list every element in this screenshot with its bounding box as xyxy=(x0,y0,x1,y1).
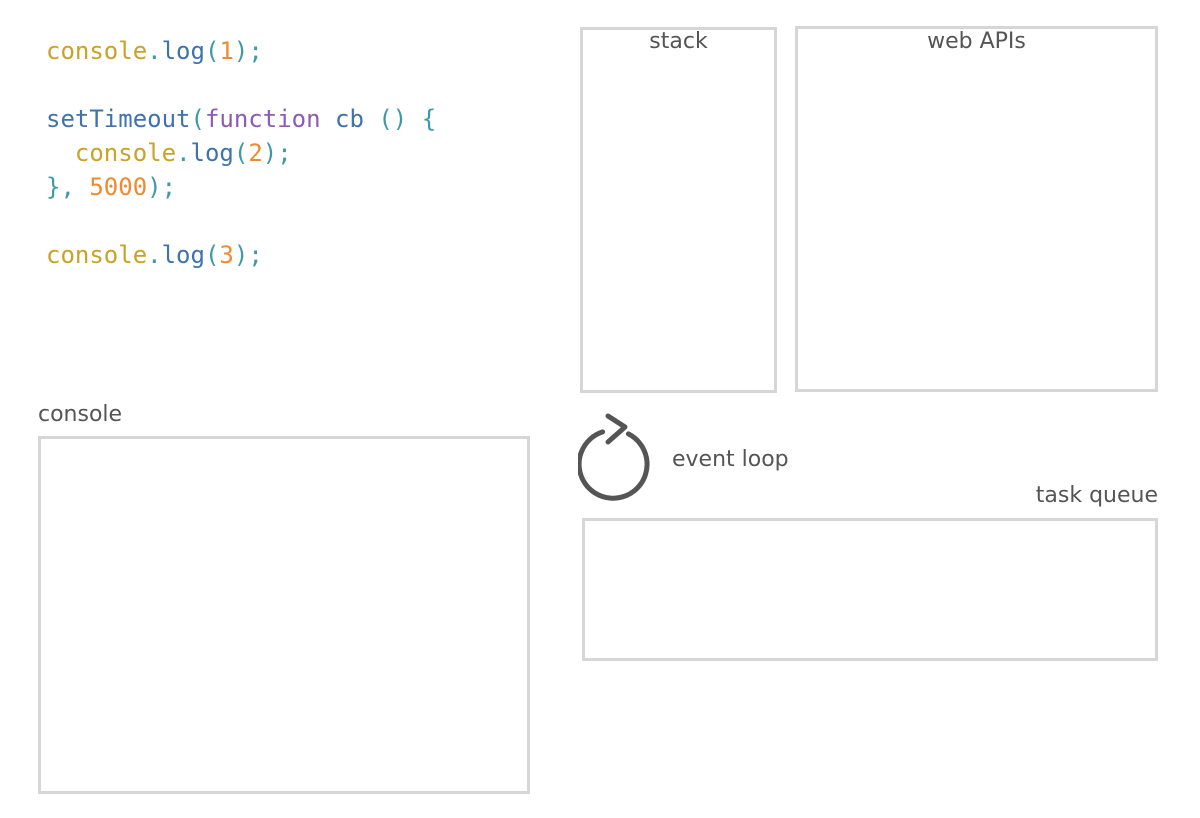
code-token: }, xyxy=(46,173,90,201)
console-label: console xyxy=(38,402,123,427)
code-token: 3 xyxy=(219,241,234,269)
code-token: . xyxy=(147,37,162,65)
code-line-4: console.log(2); xyxy=(46,136,436,170)
code-token: ); xyxy=(233,241,263,269)
code-token: setTimeout xyxy=(46,105,191,133)
code-token: log xyxy=(161,241,205,269)
code-token: . xyxy=(176,139,191,167)
code-token: console xyxy=(46,37,148,65)
code-token: cb xyxy=(320,105,379,133)
code-token: 5000 xyxy=(89,173,148,201)
stack-label: stack xyxy=(649,29,708,54)
stack-panel xyxy=(580,27,777,393)
task-queue-panel xyxy=(582,518,1158,661)
code-token: ( xyxy=(233,139,249,167)
code-token xyxy=(46,139,75,167)
code-line-7: console.log(3); xyxy=(46,238,436,272)
code-token: () { xyxy=(378,105,437,133)
code-line-2 xyxy=(46,68,436,102)
code-token: 1 xyxy=(219,37,234,65)
task-queue-label: task queue xyxy=(1035,483,1158,508)
event-loop-label: event loop xyxy=(672,447,789,472)
web-apis-panel xyxy=(795,26,1158,392)
code-token: ( xyxy=(204,37,220,65)
code-token: console xyxy=(46,241,148,269)
code-token: ( xyxy=(190,105,205,133)
code-token: ); xyxy=(262,139,292,167)
code-token: function xyxy=(204,105,321,133)
code-line-5: }, 5000); xyxy=(46,170,436,204)
code-line-1: console.log(1); xyxy=(46,34,436,68)
code-token: ( xyxy=(204,241,220,269)
code-line-6 xyxy=(46,204,436,238)
circular-arrow-icon xyxy=(578,413,650,501)
code-token: log xyxy=(161,37,205,65)
code-snippet: console.log(1); setTimeout(function cb (… xyxy=(46,34,436,272)
console-panel xyxy=(38,436,530,794)
code-token: log xyxy=(190,139,234,167)
code-line-3: setTimeout(function cb () { xyxy=(46,102,436,136)
web-apis-label: web APIs xyxy=(927,29,1026,54)
code-token: ); xyxy=(233,37,263,65)
code-token: console xyxy=(74,139,177,167)
code-token: . xyxy=(147,241,162,269)
code-token: ); xyxy=(147,173,177,201)
code-token: 2 xyxy=(248,139,263,167)
